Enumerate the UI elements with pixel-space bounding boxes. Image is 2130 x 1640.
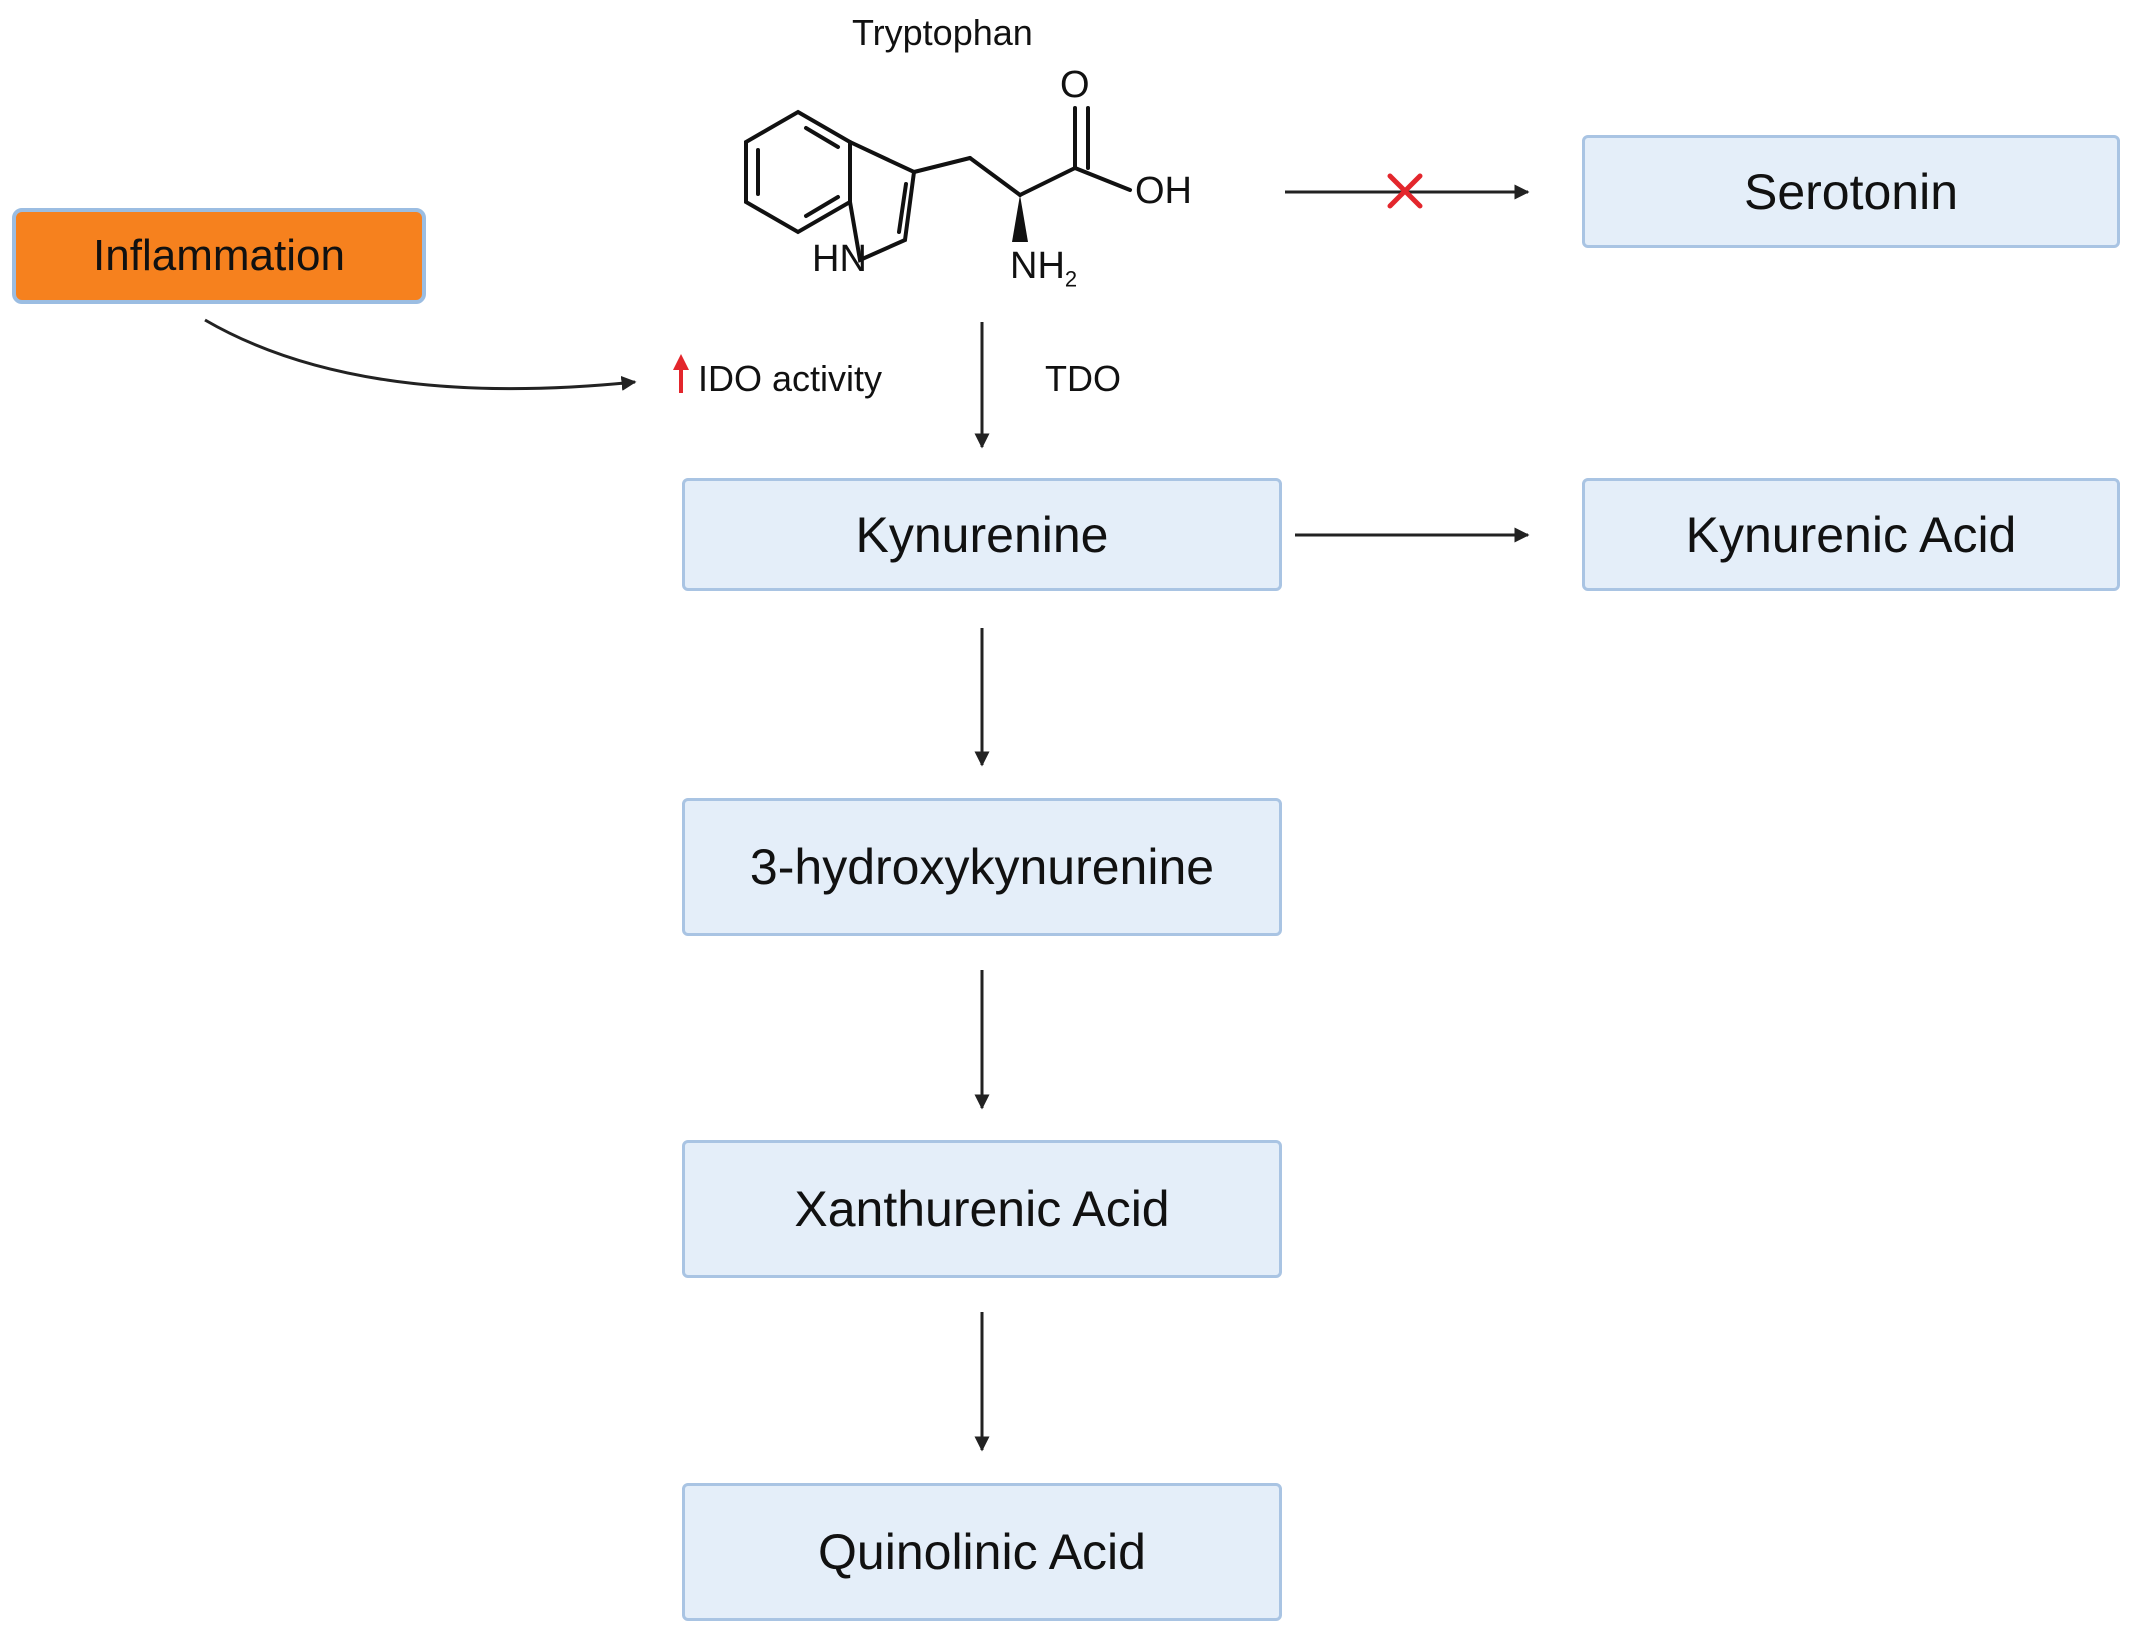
xanthurenic-acid-label: Xanthurenic Acid bbox=[794, 1181, 1170, 1237]
inhibition-x-icon bbox=[1387, 173, 1423, 209]
tryptophan-label: Tryptophan bbox=[852, 12, 1033, 53]
serotonin-label: Serotonin bbox=[1743, 163, 1959, 220]
kynurenic-acid-label: Kynurenic Acid bbox=[1685, 506, 2017, 563]
atom-o: O bbox=[1060, 64, 1090, 106]
hydroxykynurenine-box: 3-hydroxykynurenine bbox=[682, 798, 1282, 936]
tdo-label: TDO bbox=[1045, 358, 1121, 399]
kynurenine-box: Kynurenine bbox=[682, 478, 1282, 591]
inflammation-box: Inflammation bbox=[12, 208, 426, 304]
atom-hn: HN bbox=[812, 238, 867, 280]
atom-oh: OH bbox=[1135, 170, 1192, 212]
atom-nh2: NH2 bbox=[1010, 245, 1077, 293]
quinolinic-acid-box: Quinolinic Acid bbox=[682, 1483, 1282, 1621]
quinolinic-acid-label: Quinolinic Acid bbox=[818, 1524, 1146, 1580]
serotonin-box: Serotonin bbox=[1582, 135, 2120, 248]
ido-activity-label: IDO activity bbox=[698, 358, 883, 399]
atom-nh2-text: NH bbox=[1010, 245, 1065, 287]
kynurenic-acid-box: Kynurenic Acid bbox=[1582, 478, 2120, 591]
arrow-inflammation-ido bbox=[204, 318, 637, 391]
wedge-bond bbox=[1012, 195, 1028, 242]
atom-nh2-subscript: 2 bbox=[1064, 266, 1078, 292]
up-arrow-icon bbox=[673, 354, 689, 393]
hydroxykynurenine-label: 3-hydroxykynurenine bbox=[749, 839, 1215, 895]
inflammation-label: Inflammation bbox=[93, 231, 345, 280]
kynurenine-label: Kynurenine bbox=[855, 506, 1109, 563]
xanthurenic-acid-box: Xanthurenic Acid bbox=[682, 1140, 1282, 1278]
tryptophan-structure bbox=[744, 106, 1132, 263]
